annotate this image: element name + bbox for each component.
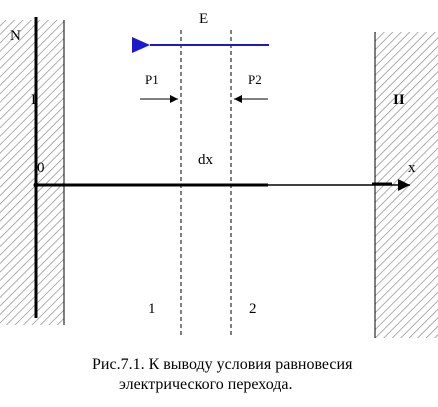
origin-dot [33, 182, 39, 188]
field-label: E [199, 11, 208, 27]
region-label-left: I [31, 92, 36, 108]
left-wall [0, 20, 64, 325]
region-label-right: II [393, 92, 405, 108]
caption-line-2: электрического перехода. [119, 376, 292, 393]
boundary-label-2: 2 [249, 301, 257, 317]
slice-width-label: dx [198, 152, 214, 168]
boundary-label-1: 1 [148, 301, 156, 317]
horizontal-axis-label: x [408, 160, 416, 176]
vertical-axis-label: N [10, 28, 21, 44]
pressure-label-right: P2 [248, 72, 262, 87]
origin-label: 0 [37, 160, 45, 176]
pressure-label-left: P1 [145, 72, 159, 87]
caption-line-1: Рис.7.1. К выводу условия равновесия [92, 356, 353, 373]
